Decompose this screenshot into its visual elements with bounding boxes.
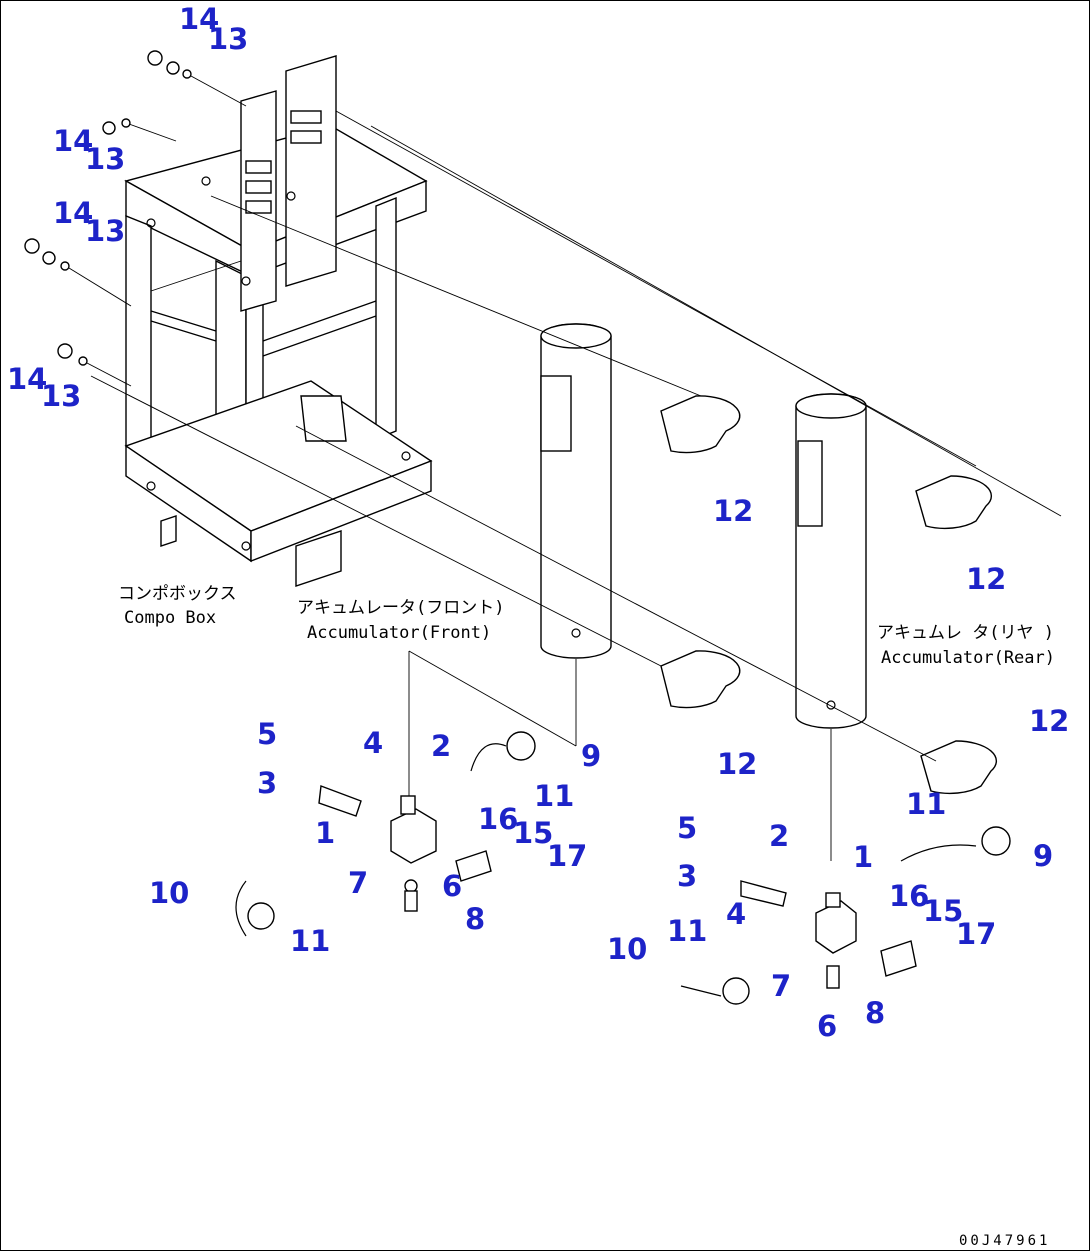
callout-label: 14 — [53, 124, 93, 158]
callout-label: 17 — [956, 917, 996, 951]
callout-label: 13 — [208, 22, 248, 56]
valve-front — [235, 731, 536, 937]
accumulator-rear — [795, 393, 867, 729]
callout-label: 11 — [290, 924, 330, 958]
callout-label: 5 — [677, 811, 697, 845]
callout-label: 3 — [677, 859, 697, 893]
callout-label: 17 — [547, 839, 587, 873]
callout-label: 1 — [853, 840, 873, 874]
callout-label: 14 — [7, 362, 47, 396]
callout-label: 13 — [85, 214, 125, 248]
callout-label: 4 — [363, 726, 383, 760]
callout-label: 11 — [906, 787, 946, 821]
accumulator-front-caption-en: Accumulator(Front) — [307, 623, 491, 643]
callout-label: 9 — [1033, 839, 1053, 873]
callout-label: 7 — [771, 969, 791, 1003]
callout-label: 12 — [1029, 704, 1069, 738]
callout-label: 15 — [513, 816, 553, 850]
callout-label: 12 — [966, 562, 1006, 596]
band-clamps — [660, 395, 998, 795]
valve-rear — [680, 826, 1011, 1005]
assembly-lines — [90, 110, 1062, 861]
callout-label: 13 — [41, 379, 81, 413]
accumulator-front — [540, 323, 612, 659]
callout-label: 15 — [923, 894, 963, 928]
callout-label: 2 — [431, 729, 451, 763]
callout-label: 13 — [85, 142, 125, 176]
drawing-code: 00J47961 — [959, 1233, 1050, 1249]
captions: コンポボックス Compo Box アキュムレータ(フロント) Accumula… — [118, 584, 1055, 1249]
callout-label: 12 — [713, 494, 753, 528]
accumulator-rear-caption-jp: アキュムレ タ(リヤ ) — [877, 623, 1054, 643]
callout-label: 10 — [607, 932, 647, 966]
compo-box-caption-en: Compo Box — [124, 608, 216, 628]
callout-label: 3 — [257, 766, 277, 800]
callout-label: 16 — [889, 879, 929, 913]
callout-label: 12 — [717, 747, 757, 781]
callout-label: 4 — [726, 897, 746, 931]
callout-label: 8 — [465, 902, 485, 936]
callout-label: 6 — [442, 869, 462, 903]
callout-label: 11 — [667, 914, 707, 948]
callout-label: 7 — [348, 866, 368, 900]
callout-label: 16 — [478, 802, 518, 836]
callout-label: 9 — [581, 739, 601, 773]
callout-label: 8 — [865, 996, 885, 1030]
callout-label: 5 — [257, 717, 277, 751]
callout-label: 14 — [53, 196, 93, 230]
accumulator-front-caption-jp: アキュムレータ(フロント) — [297, 598, 504, 618]
compo-box-frame — [124, 55, 433, 587]
callout-label: 14 — [179, 2, 219, 36]
compo-box-caption-jp: コンポボックス — [118, 584, 237, 604]
washer-nut-group — [24, 50, 247, 387]
accumulator-rear-caption-en: Accumulator(Rear) — [881, 648, 1055, 668]
callout-label: 11 — [534, 779, 574, 813]
callout-label: 2 — [769, 819, 789, 853]
callout-label: 6 — [817, 1009, 837, 1043]
callout-label: 1 — [315, 816, 335, 850]
callouts: 14 13 14 13 14 13 14 13 12 12 12 12 5 4 … — [7, 2, 1069, 1043]
callout-label: 10 — [149, 876, 189, 910]
